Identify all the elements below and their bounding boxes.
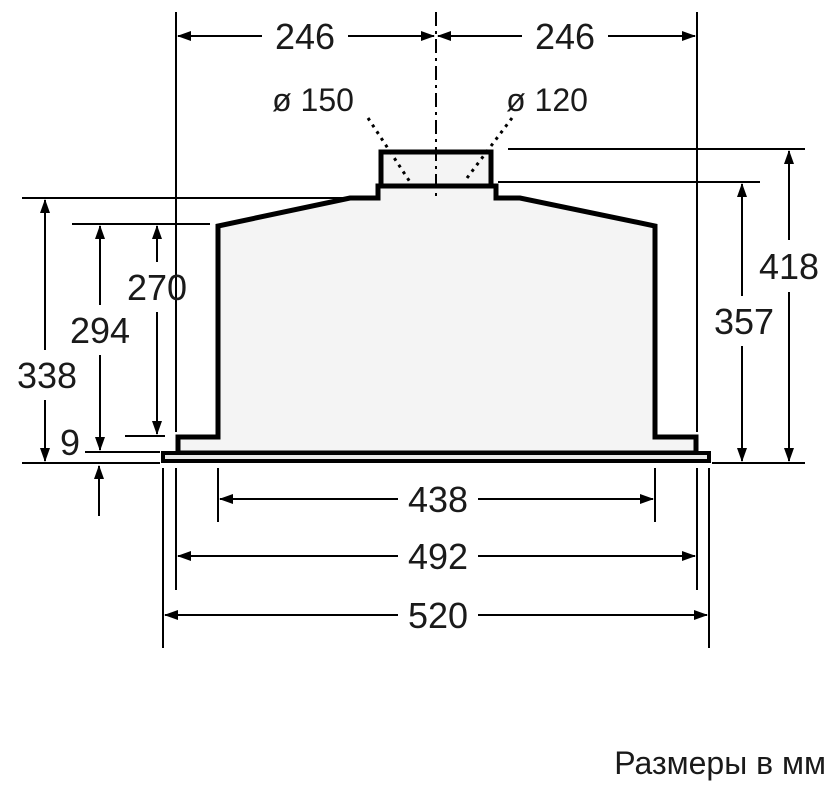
dim-top-right-label: 246	[535, 16, 595, 57]
diameter-leaders	[366, 117, 514, 183]
dim-492-label: 492	[408, 536, 468, 577]
units-caption: Размеры в мм	[614, 745, 826, 781]
dim-270-label: 270	[127, 267, 187, 308]
dim-9-label: 9	[60, 422, 80, 463]
dimension-arrows	[40, 31, 794, 620]
dim-418-label: 418	[759, 246, 819, 287]
dim-520-label: 520	[408, 595, 468, 636]
dim-top-left-label: 246	[275, 16, 335, 57]
dim-294-label: 294	[70, 310, 130, 351]
mounting-frame	[161, 451, 711, 463]
dim-diameter-150-label: ø 150	[272, 82, 354, 118]
dim-338-label: 338	[17, 355, 77, 396]
dim-438-label: 438	[408, 479, 468, 520]
extension-lines	[22, 12, 805, 648]
dim-diameter-120-label: ø 120	[506, 82, 588, 118]
dim-357-label: 357	[714, 301, 774, 342]
